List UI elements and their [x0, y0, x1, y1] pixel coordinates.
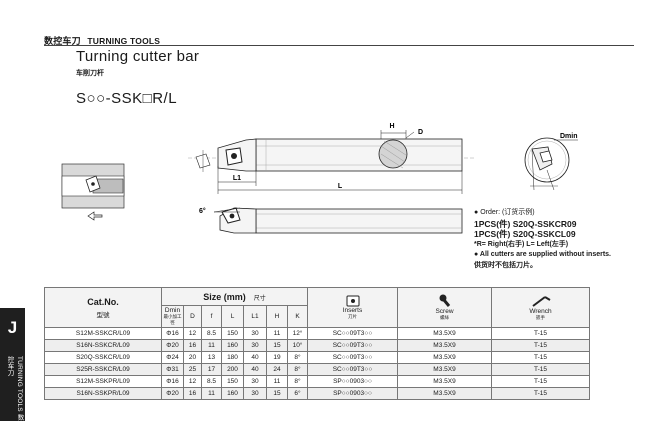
- header-rule: [44, 45, 634, 46]
- product-code: S○○-SSK□R/L: [76, 90, 178, 107]
- wrench-header: Wrench 扳手: [491, 287, 590, 328]
- col-f-header: f: [201, 305, 222, 328]
- page-subtitle: 车削刀杆: [76, 70, 104, 77]
- screw-icon: [439, 294, 450, 307]
- cat-no-header: Cat.No. 型號: [44, 287, 162, 328]
- col-k-header: K: [287, 305, 308, 328]
- col-h-header: H: [266, 305, 288, 328]
- screw-header: Screw 螺絲: [397, 287, 492, 328]
- size-header: Size (mm)尺寸: [161, 287, 308, 306]
- side-tab-letter: J: [7, 318, 18, 337]
- feed-arrow-icon: [87, 211, 103, 221]
- section-header: 数控车刀 TURNING TOOLS: [44, 34, 160, 47]
- order-line-4: *R= Right(右手) L= Left(左手): [474, 240, 569, 248]
- bar-top-view: [188, 130, 475, 194]
- dim-d-label: D: [418, 129, 423, 136]
- order-notes: ● Order: (订货示例) 1PCS(件) S20Q-SSKCR09 1PC…: [474, 208, 611, 271]
- dim-h-label: H: [389, 123, 394, 130]
- dim-l-label: L: [338, 183, 343, 190]
- page-title: Turning cutter bar: [76, 48, 200, 65]
- order-line-1: ● Order: (订货示例): [474, 209, 535, 216]
- dim-l1-label: L1: [233, 175, 241, 182]
- section-header-cn: 数控车刀: [44, 36, 81, 46]
- col-d-header: D: [183, 305, 202, 328]
- dim-angle-label: 6°: [199, 207, 206, 215]
- order-line-6: 供货时不包括刀片。: [474, 261, 537, 269]
- inserts-header: Inserts 刀片: [307, 287, 398, 328]
- section-header-en: TURNING TOOLS: [87, 36, 161, 46]
- col-l1-header: L1: [243, 305, 267, 328]
- side-tab: [0, 308, 25, 421]
- dmin-detail: [524, 137, 578, 191]
- side-tab-text: TURNING TOOLS 数控车刀: [6, 356, 23, 421]
- boring-thumbnail: [61, 163, 125, 209]
- wrench-icon: [531, 296, 551, 307]
- order-line-2: 1PCS(件) S20Q-SSKCR09: [474, 218, 577, 229]
- dim-dmin-label: Dmin: [560, 133, 578, 140]
- order-line-3: 1PCS(件) S20Q-SSKCL09: [474, 229, 576, 239]
- spec-table: Cat.No. 型號 Size (mm)尺寸 Inserts 刀片 Scre: [44, 287, 590, 400]
- col-l-header: L: [221, 305, 244, 328]
- bar-side-view: [213, 207, 463, 234]
- order-line-5: ● All cutters are supplied without inser…: [474, 251, 612, 258]
- insert-icon: [346, 295, 359, 307]
- technical-drawing: H D L1 L 6° Dmin: [61, 123, 578, 234]
